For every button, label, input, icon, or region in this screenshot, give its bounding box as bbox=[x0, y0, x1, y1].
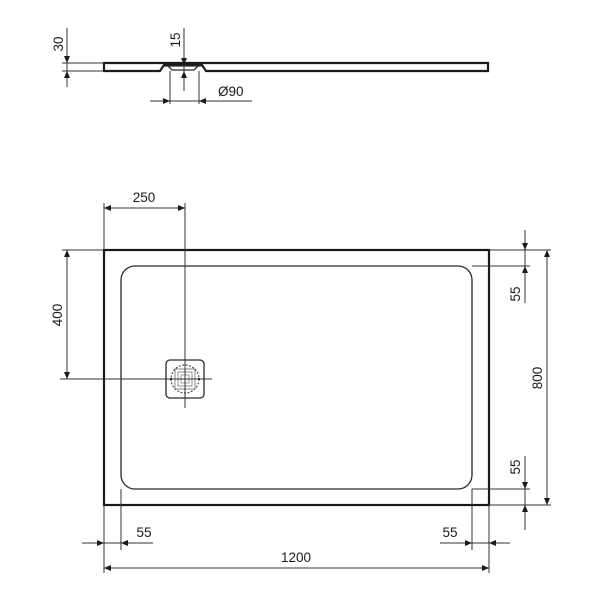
drain-offset-y-label: 400 bbox=[50, 304, 65, 327]
tray-outline bbox=[102, 248, 491, 507]
thickness-label: 30 bbox=[51, 36, 66, 51]
top-view: 250 400 800 55 55 bbox=[50, 190, 551, 573]
drain-recess bbox=[159, 65, 207, 72]
drain-offset-x-label: 250 bbox=[133, 190, 156, 205]
depth-label: 800 bbox=[530, 367, 545, 390]
drain-diameter-label: Ø90 bbox=[218, 84, 244, 99]
drain-depth-label: 15 bbox=[168, 32, 183, 47]
border-left-label: 55 bbox=[136, 525, 151, 540]
tray-basin bbox=[120, 265, 473, 490]
border-right-label: 55 bbox=[442, 525, 457, 540]
side-view: 30 15 Ø90 bbox=[51, 28, 490, 104]
side-profile-outline bbox=[102, 61, 490, 73]
border-top-label: 55 bbox=[508, 286, 523, 301]
border-bottom-label: 55 bbox=[508, 459, 523, 474]
width-label: 1200 bbox=[281, 550, 311, 565]
